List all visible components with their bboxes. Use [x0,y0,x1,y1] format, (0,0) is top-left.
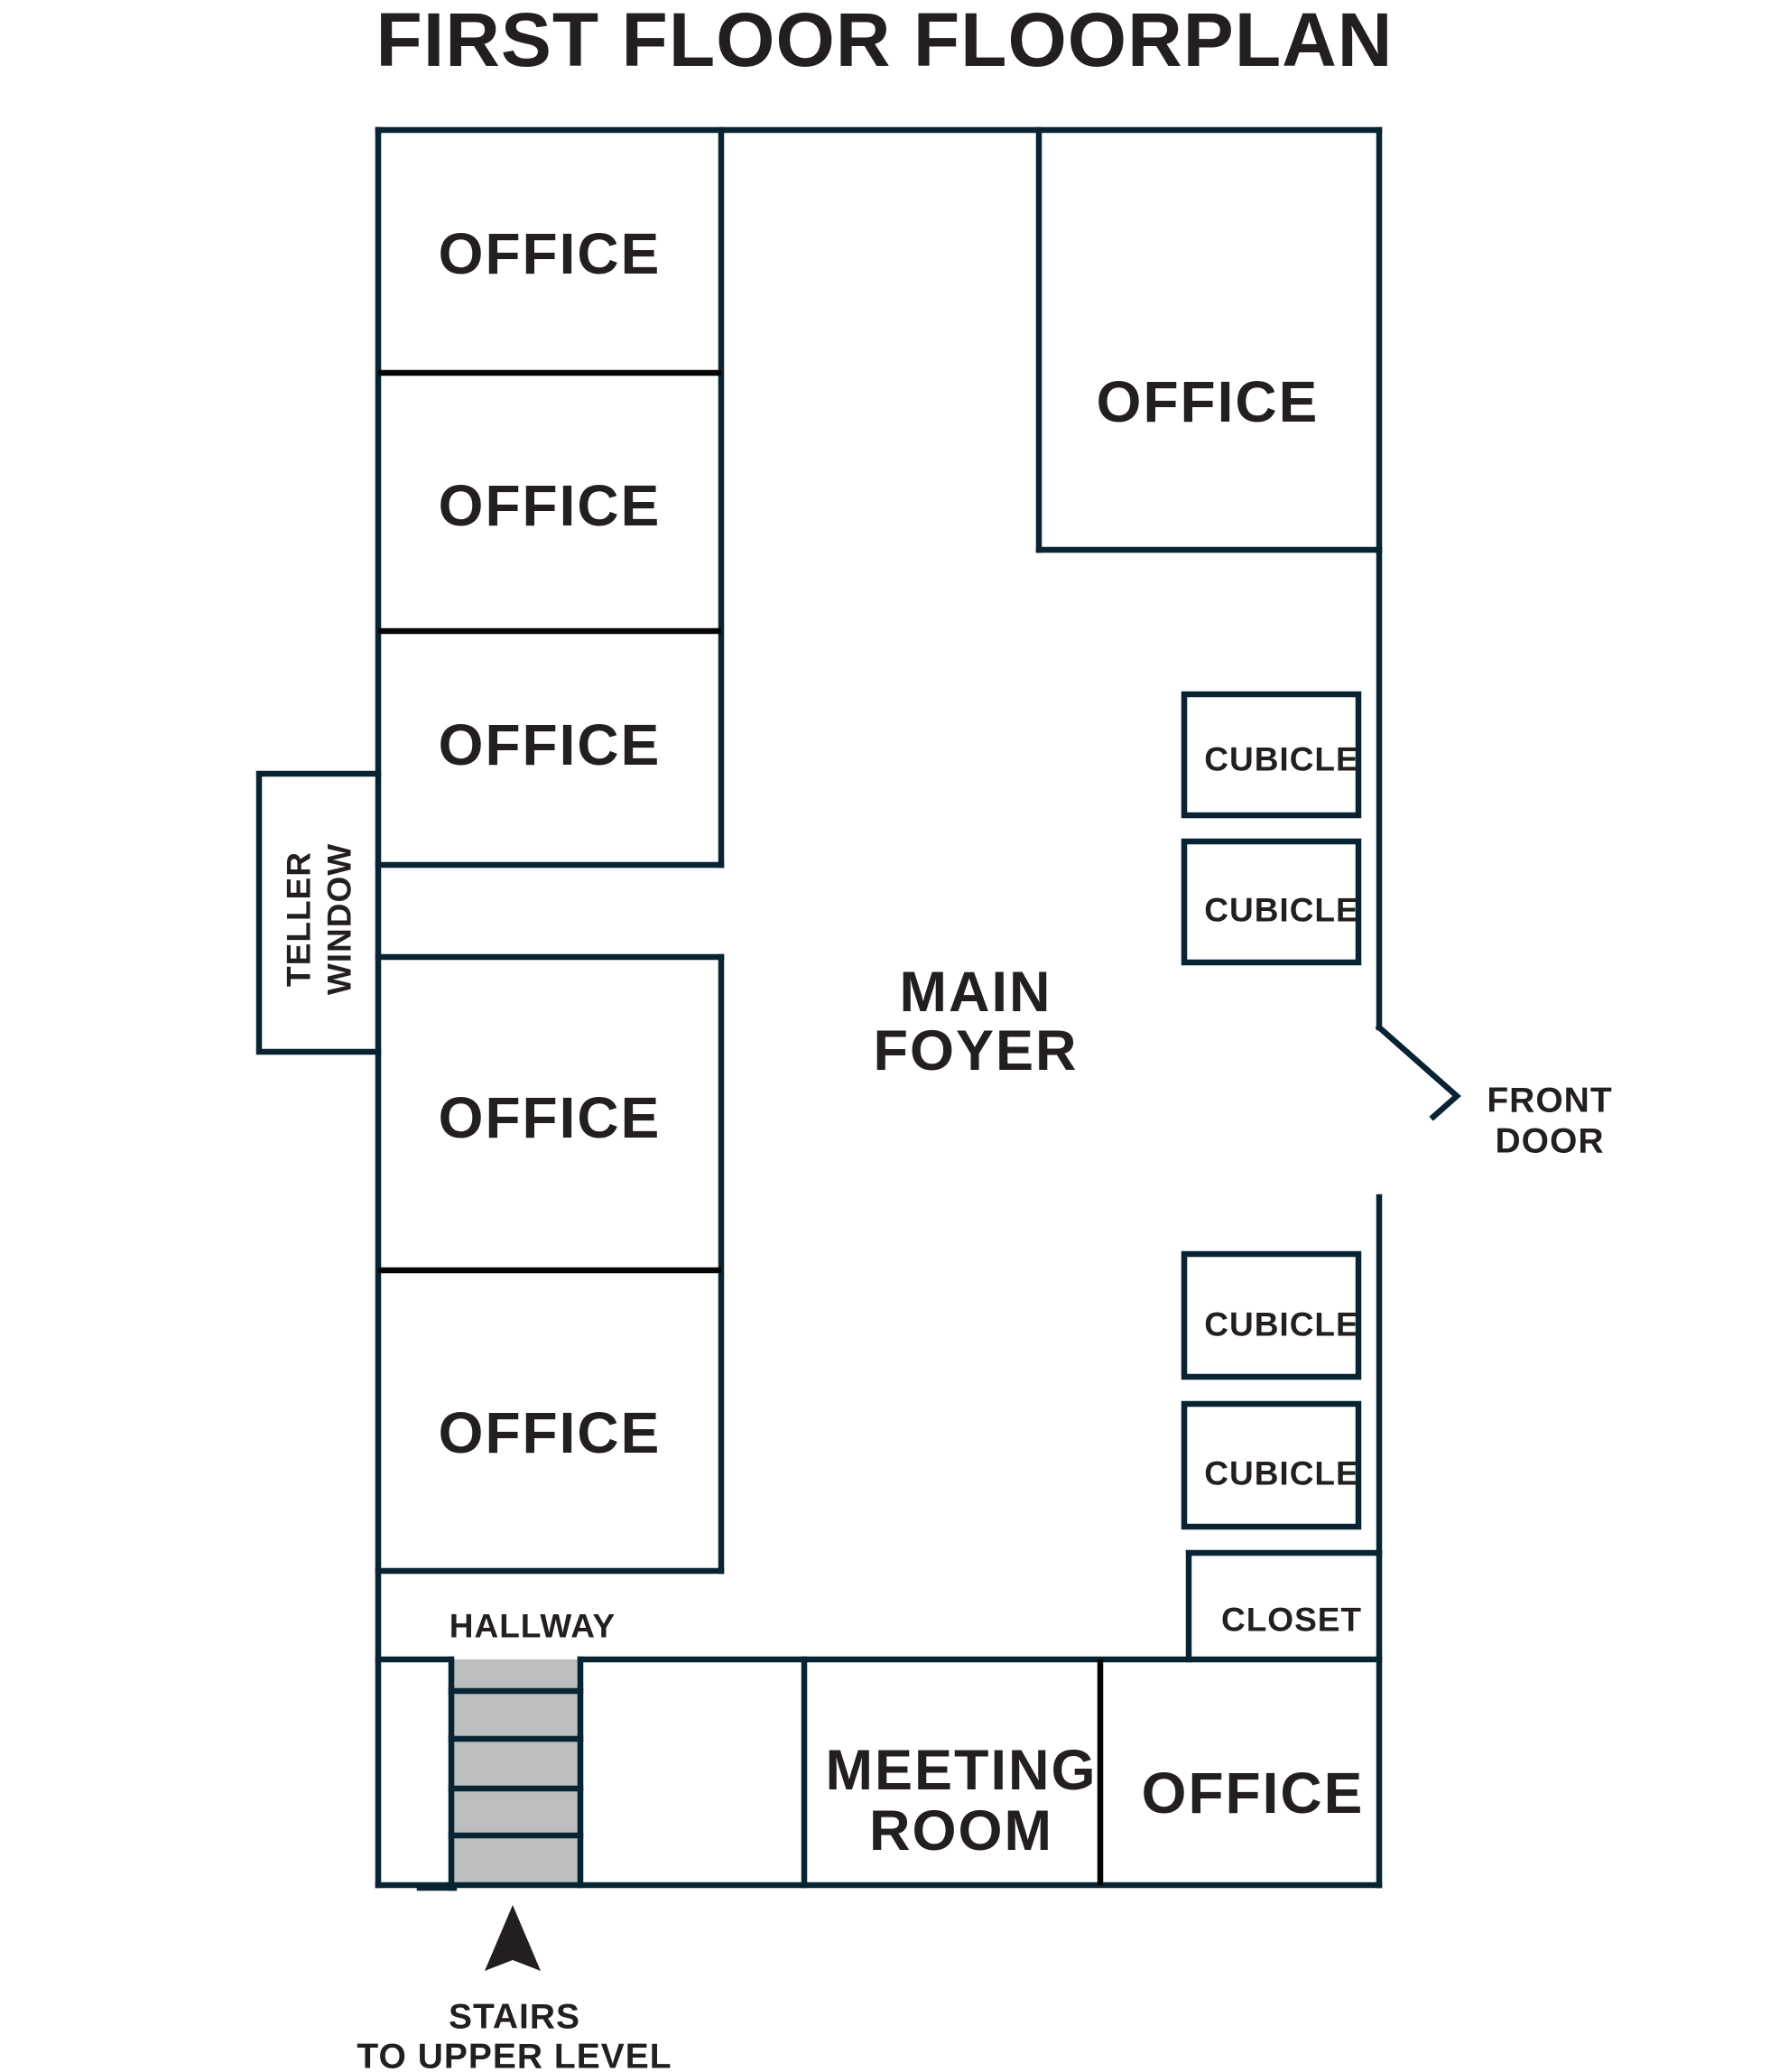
meeting-room-label-line2: ROOM [869,1799,1053,1863]
lower-rooms [375,1656,1383,1891]
stairs-label-line2: TO UPPER LEVEL [357,2038,672,2072]
teller-window-label-line1: TELLER [281,851,318,987]
stairs-label-line1: STAIRS [449,1998,580,2037]
page-title: FIRST FLOOR FLOORPLAN [376,0,1394,82]
hallway-label: HALLWAY [449,1608,616,1645]
office-label-left-2: OFFICE [439,473,662,538]
closet [1185,1549,1383,1663]
cubicles [1181,691,1362,1530]
office-label-left-3: OFFICE [439,712,662,777]
left-offices [375,126,725,1575]
front-door [1375,1023,1461,1121]
office-label-left-5: OFFICE [439,1400,662,1465]
teller-window-label: TELLER WINDOW [281,843,358,995]
teller-window [255,770,382,1055]
teller-window-label-line2: WINDOW [321,843,358,995]
main-foyer-label-line1: MAIN [900,961,1052,1024]
office-label-top-right: OFFICE [1097,369,1320,434]
closet-label: CLOSET [1221,1602,1362,1639]
office-label-left-4: OFFICE [439,1085,662,1150]
outer-walls [375,126,1383,1891]
meeting-room-label-line1: MEETING [825,1739,1097,1802]
top-right-office [1035,126,1383,553]
cubicle-label-1: CUBICLE [1204,741,1358,778]
office-label-left-1: OFFICE [439,221,662,286]
stairs-area [454,1659,579,1885]
front-door-label-line2: DOOR [1496,1122,1605,1161]
main-foyer-label-line2: FOYER [873,1019,1078,1082]
office-label-bottom-right: OFFICE [1142,1761,1365,1826]
cubicle-label-4: CUBICLE [1204,1455,1358,1492]
up-arrow-icon [485,1905,541,1971]
front-door-label-line1: FRONT [1487,1082,1612,1120]
cubicle-label-2: CUBICLE [1204,892,1358,929]
cubicle-label-3: CUBICLE [1204,1306,1358,1343]
